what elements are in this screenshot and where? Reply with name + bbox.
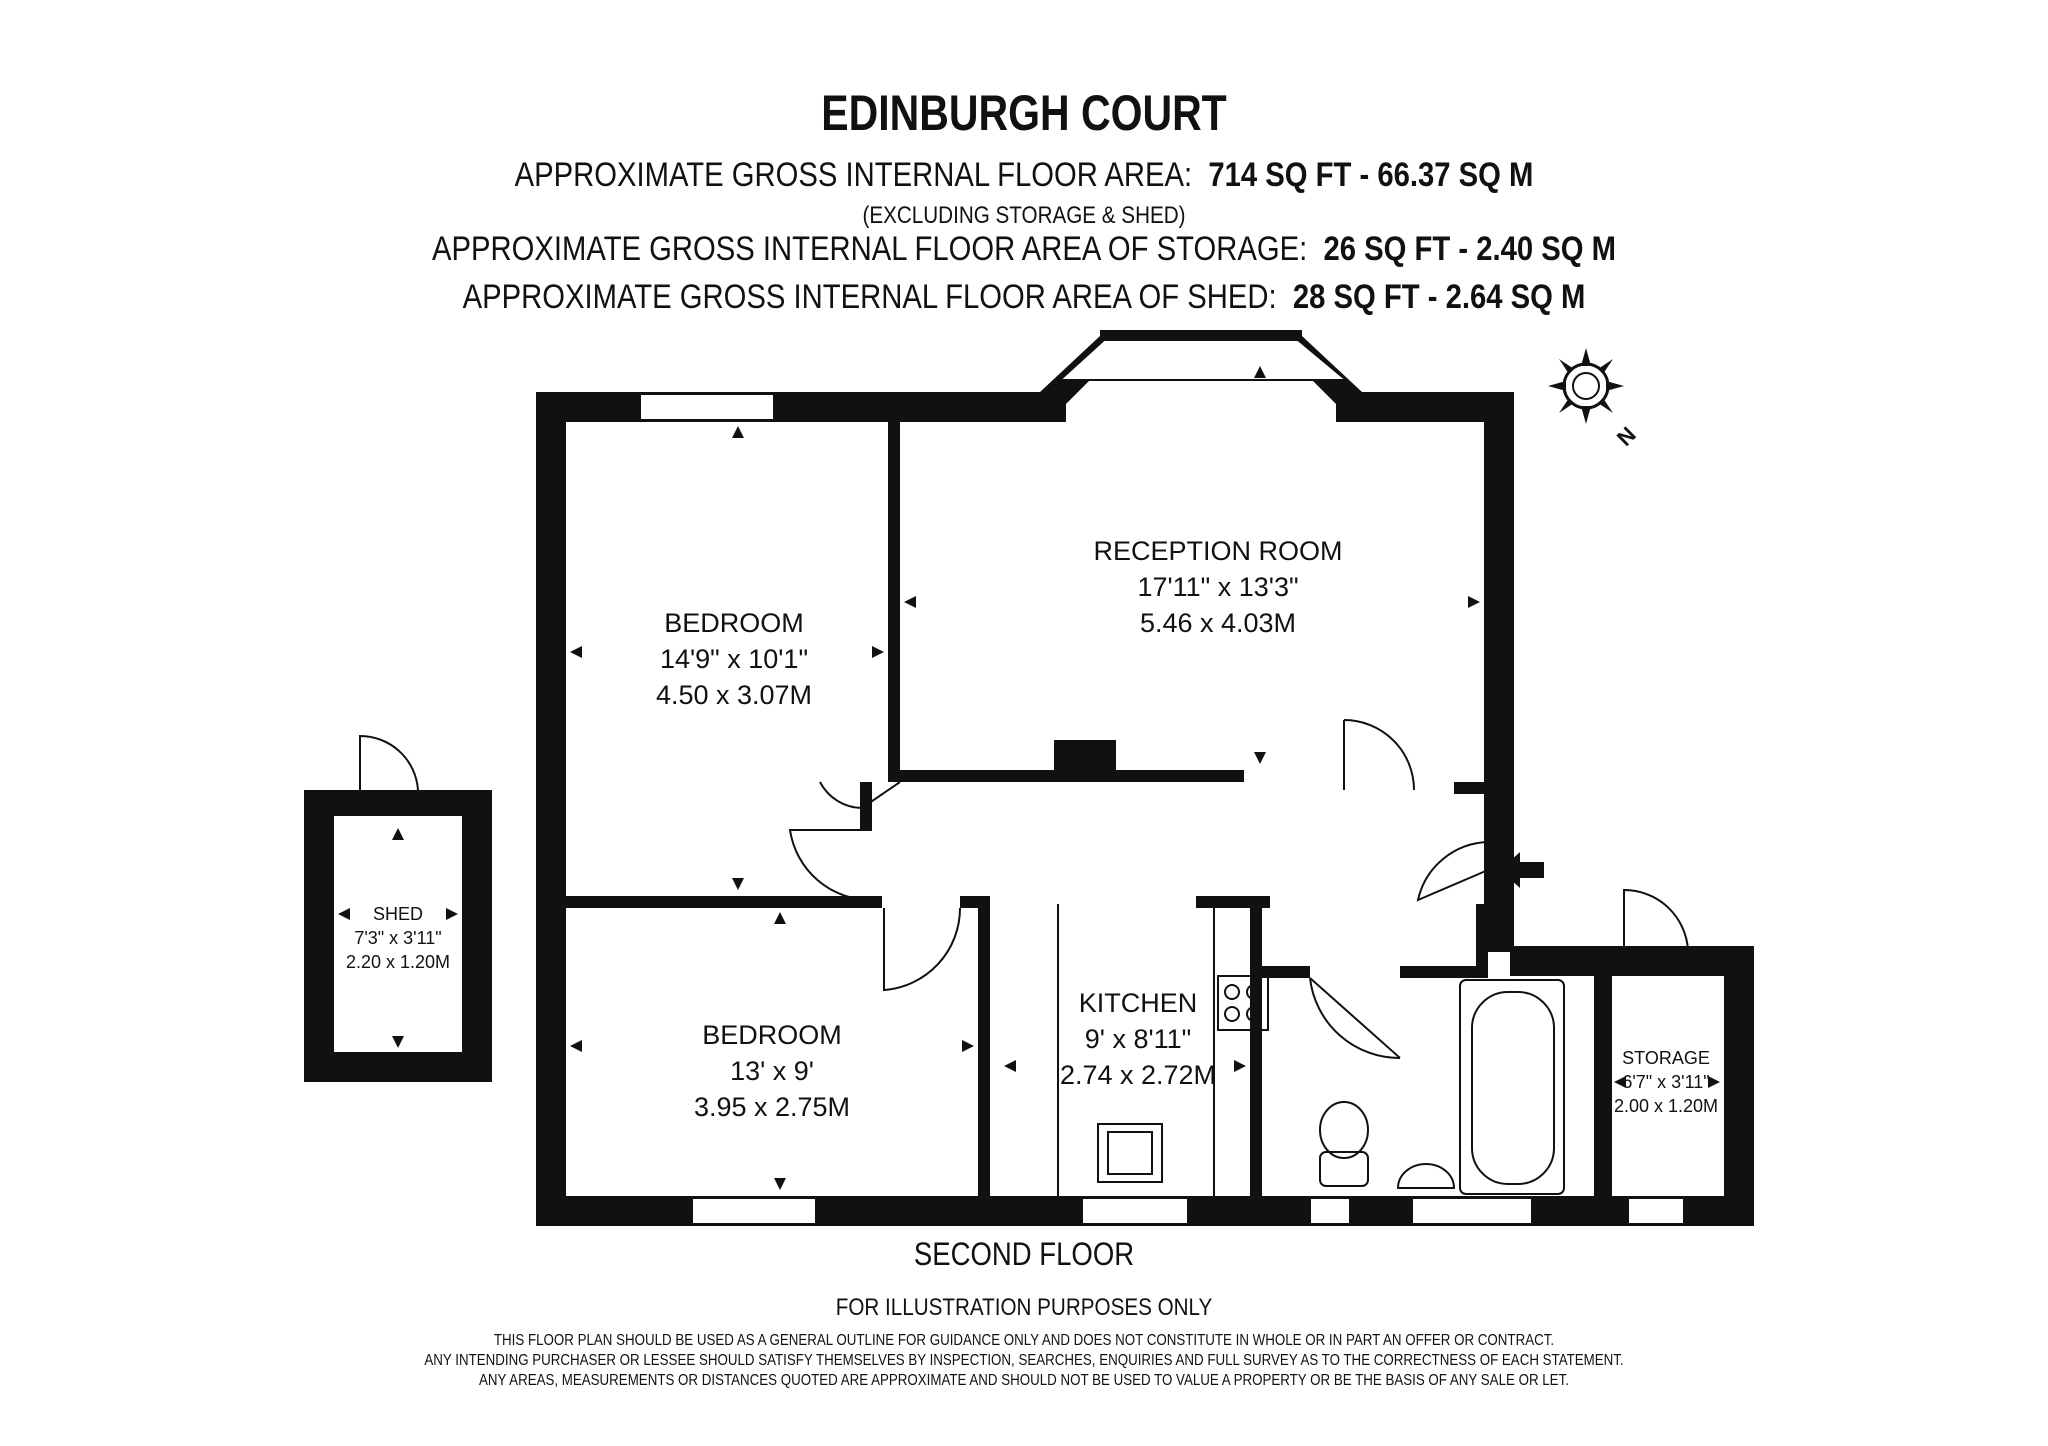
disclaimer-line-1: THIS FLOOR PLAN SHOULD BE USED AS A GENE…: [493, 1332, 1555, 1349]
bay-window: [1057, 339, 1349, 381]
room-imperial: 14'9" x 10'1": [660, 644, 808, 674]
door-bathroom: [1309, 977, 1401, 1060]
room-name: STORAGE: [1622, 1048, 1710, 1068]
wall-storage-north: [1484, 946, 1754, 976]
floor-label: SECOND FLOOR: [913, 1236, 1135, 1272]
room-metric: 2.20 x 1.20M: [346, 952, 450, 972]
room-kitchen: KITCHEN 9' x 8'11" 2.74 x 2.72M: [1060, 988, 1216, 1090]
room-name: KITCHEN: [1079, 988, 1198, 1018]
compass-icon: N: [1548, 348, 1641, 451]
plan-title: EDINBURGH COURT: [821, 85, 1227, 141]
storage-area-label: APPROXIMATE GROSS INTERNAL FLOOR AREA OF…: [432, 230, 1308, 268]
disclaimer-line-3: ANY AREAS, MEASUREMENTS OR DISTANCES QUO…: [479, 1372, 1569, 1389]
room-metric: 4.50 x 3.07M: [656, 680, 812, 710]
window-bathroom: [1411, 1197, 1533, 1225]
room-name: SHED: [373, 904, 423, 924]
storage-area-value: 26 SQ FT - 2.40 SQ M: [1323, 230, 1616, 268]
room-name: BEDROOM: [702, 1020, 842, 1050]
entrance-arrow-icon: [1500, 852, 1544, 888]
room-imperial: 17'11" x 13'3": [1137, 572, 1298, 602]
room-bedroom2: BEDROOM 13' x 9' 3.95 x 2.75M: [694, 1020, 850, 1122]
window-storage: [1627, 1197, 1685, 1225]
room-imperial: 6'7" x 3'11": [1622, 1072, 1709, 1092]
wall-storage-east: [1724, 946, 1754, 1226]
shed-wall-west: [304, 790, 334, 1082]
wall-west: [536, 392, 566, 1226]
wall-north-left: [536, 392, 1066, 422]
wall-bed1-bed2: [566, 896, 882, 908]
door-bed1: [788, 829, 873, 902]
gross-area-line: APPROXIMATE GROSS INTERNAL FLOOR AREA: 7…: [143, 156, 1904, 195]
window-bed1: [639, 393, 775, 421]
room-metric: 2.00 x 1.20M: [1614, 1096, 1718, 1116]
room-metric: 2.74 x 2.72M: [1060, 1060, 1216, 1090]
shed-wall-east: [462, 790, 492, 1082]
bath: [1459, 979, 1565, 1195]
shed-area-line: APPROXIMATE GROSS INTERNAL FLOOR AREA OF…: [143, 278, 1904, 317]
room-metric: 5.46 x 4.03M: [1140, 608, 1296, 638]
door-reception: [1343, 719, 1415, 791]
room-name: BEDROOM: [664, 608, 804, 638]
basin: [1396, 1163, 1456, 1189]
shed-wall-south: [304, 1052, 492, 1082]
door-storage: [1623, 888, 1689, 951]
room-imperial: 9' x 8'11": [1085, 1024, 1191, 1054]
gross-area-value: 714 SQ FT - 66.37 SQ M: [1208, 156, 1534, 194]
wall-bed2-east: [978, 896, 990, 1196]
door-shed: [359, 734, 419, 791]
chimney-breast: [1054, 740, 1116, 782]
room-reception: RECEPTION ROOM 17'11" x 13'3" 5.46 x 4.0…: [1093, 536, 1342, 638]
gross-area-note: (EXCLUDING STORAGE & SHED): [862, 202, 1186, 229]
window-bed2: [691, 1197, 817, 1225]
wall-bed1-reception: [888, 422, 900, 774]
window-kitchen: [1081, 1197, 1189, 1225]
wall-storage-west: [1594, 976, 1612, 1196]
wall-kitchen-east: [1250, 896, 1262, 1196]
room-shed: SHED 7'3" x 3'11" 2.20 x 1.20M: [346, 904, 450, 972]
room-storage: STORAGE 6'7" x 3'11" 2.00 x 1.20M: [1614, 1048, 1718, 1116]
shed-area-label: APPROXIMATE GROSS INTERNAL FLOOR AREA OF…: [462, 278, 1277, 316]
room-metric: 3.95 x 2.75M: [694, 1092, 850, 1122]
toilet: [1319, 1101, 1369, 1159]
room-imperial: 7'3" x 3'11": [354, 928, 441, 948]
compass-north-label: N: [1612, 422, 1641, 451]
door-entrance: [1416, 841, 1489, 902]
shed-wall-north: [304, 790, 492, 816]
room-bedroom1: BEDROOM 14'9" x 10'1" 4.50 x 3.07M: [656, 608, 812, 710]
door-bed2: [883, 907, 962, 992]
room-name: RECEPTION ROOM: [1093, 536, 1342, 566]
storage-area-line: APPROXIMATE GROSS INTERNAL FLOOR AREA OF…: [143, 230, 1904, 269]
disclaimer-line-2: ANY INTENDING PURCHASER OR LESSEE SHOULD…: [424, 1352, 1624, 1369]
illustration-note: FOR ILLUSTRATION PURPOSES ONLY: [835, 1294, 1213, 1321]
shed-area-value: 28 SQ FT - 2.64 SQ M: [1292, 278, 1586, 316]
room-imperial: 13' x 9': [730, 1056, 814, 1086]
gross-area-label: APPROXIMATE GROSS INTERNAL FLOOR AREA:: [514, 156, 1193, 194]
